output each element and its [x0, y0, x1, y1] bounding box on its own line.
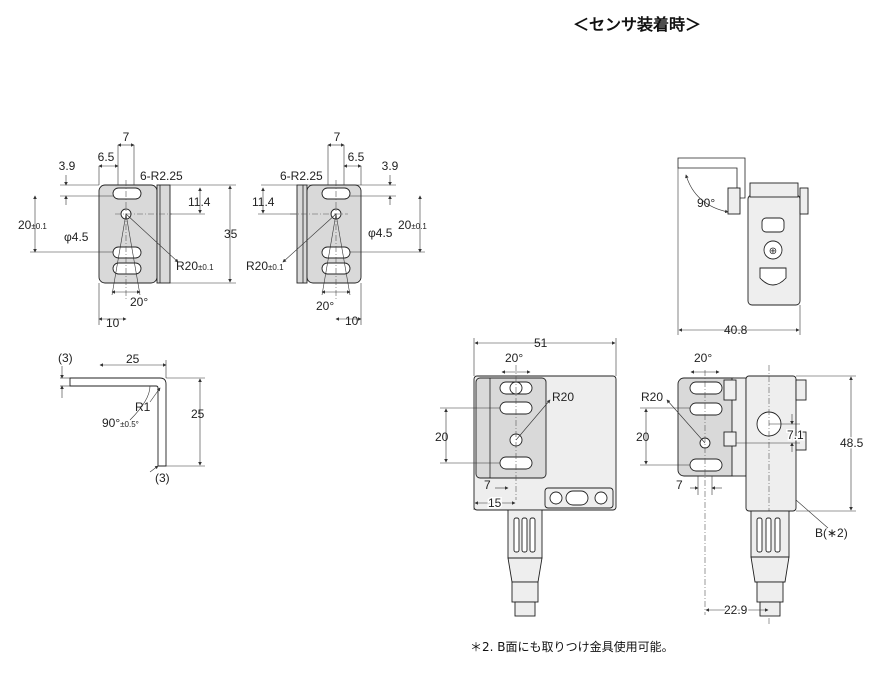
- dim-35: 35: [224, 227, 238, 241]
- dim-7: 7: [123, 130, 130, 144]
- dim-thickness-bottom: (3): [155, 471, 170, 485]
- dim-angle-90: 90°: [697, 196, 715, 210]
- label-slots: 6-R2.25: [140, 169, 183, 183]
- dim-22-9: 22.9: [724, 603, 748, 617]
- label-r20: R20: [641, 390, 663, 404]
- dim-15: 15: [488, 496, 502, 510]
- drawing-title: ＜センサ装着時＞: [573, 15, 701, 34]
- dim-6-5: 6.5: [98, 150, 115, 164]
- label-radius: R20±0.1: [246, 259, 284, 273]
- dim-40-8: 40.8: [724, 323, 748, 337]
- label-hole-dia: φ4.5: [368, 226, 393, 240]
- bracket-side-view: (3) 25 R1 90°±0.5° 25 (3): [58, 351, 205, 485]
- dim-7: 7: [484, 478, 491, 492]
- dim-7: 7: [334, 130, 341, 144]
- sensor-top-view: ⊕ 90° 40.8: [677, 157, 809, 337]
- dim-7: 7: [676, 478, 683, 492]
- dim-3-9: 3.9: [382, 159, 399, 173]
- label-hole-dia: φ4.5: [64, 230, 89, 244]
- dim-6-5: 6.5: [348, 150, 365, 164]
- sensor-side-view: 20° R20 20 7 7.1 48.5 B(∗2) 22.9: [636, 351, 865, 625]
- bracket-front-view-right: 7 6.5 3.9 6-R2.25 11.4 20±0.1 φ4.5 R20±0…: [246, 130, 427, 328]
- dim-20-tol: 20±0.1: [18, 218, 47, 232]
- dim-48-5: 48.5: [840, 436, 864, 450]
- svg-text:⊕: ⊕: [769, 246, 777, 257]
- dim-10: 10: [345, 314, 359, 328]
- dim-angle-20: 20°: [316, 299, 334, 313]
- label-r1: R1: [135, 400, 151, 414]
- dim-thickness-top: (3): [58, 351, 73, 365]
- dim-angle-20: 20°: [505, 351, 523, 365]
- label-radius: R20±0.1: [176, 259, 214, 273]
- dim-20: 20: [435, 430, 449, 444]
- dim-angle-90: 90°±0.5°: [102, 416, 139, 430]
- dim-10: 10: [106, 316, 120, 330]
- dim-3-9: 3.9: [59, 159, 76, 173]
- footnote: ＊2. B面にも取りつけ金具使用可能。: [470, 639, 674, 654]
- sensor-front-view: 51 20° R20 20 7 15: [435, 336, 617, 617]
- dim-25-horizontal: 25: [126, 352, 140, 366]
- dim-angle-20: 20°: [130, 295, 148, 309]
- bracket-front-view-left: 7 6.5 3.9 6-R2.25 11.4 20±0.1 φ4.5 R20±0…: [18, 130, 238, 330]
- label-face-b: B(∗2): [815, 526, 848, 540]
- dim-7-1: 7.1: [787, 428, 804, 442]
- label-r20: R20: [552, 390, 574, 404]
- dim-11-4: 11.4: [188, 195, 211, 209]
- dim-25-vertical: 25: [191, 407, 205, 421]
- dim-20: 20: [636, 430, 650, 444]
- dim-angle-20: 20°: [694, 351, 712, 365]
- dim-51: 51: [534, 336, 548, 350]
- dim-11-4: 11.4: [252, 195, 275, 209]
- dim-20-tol: 20±0.1: [398, 218, 427, 232]
- label-slots: 6-R2.25: [280, 169, 323, 183]
